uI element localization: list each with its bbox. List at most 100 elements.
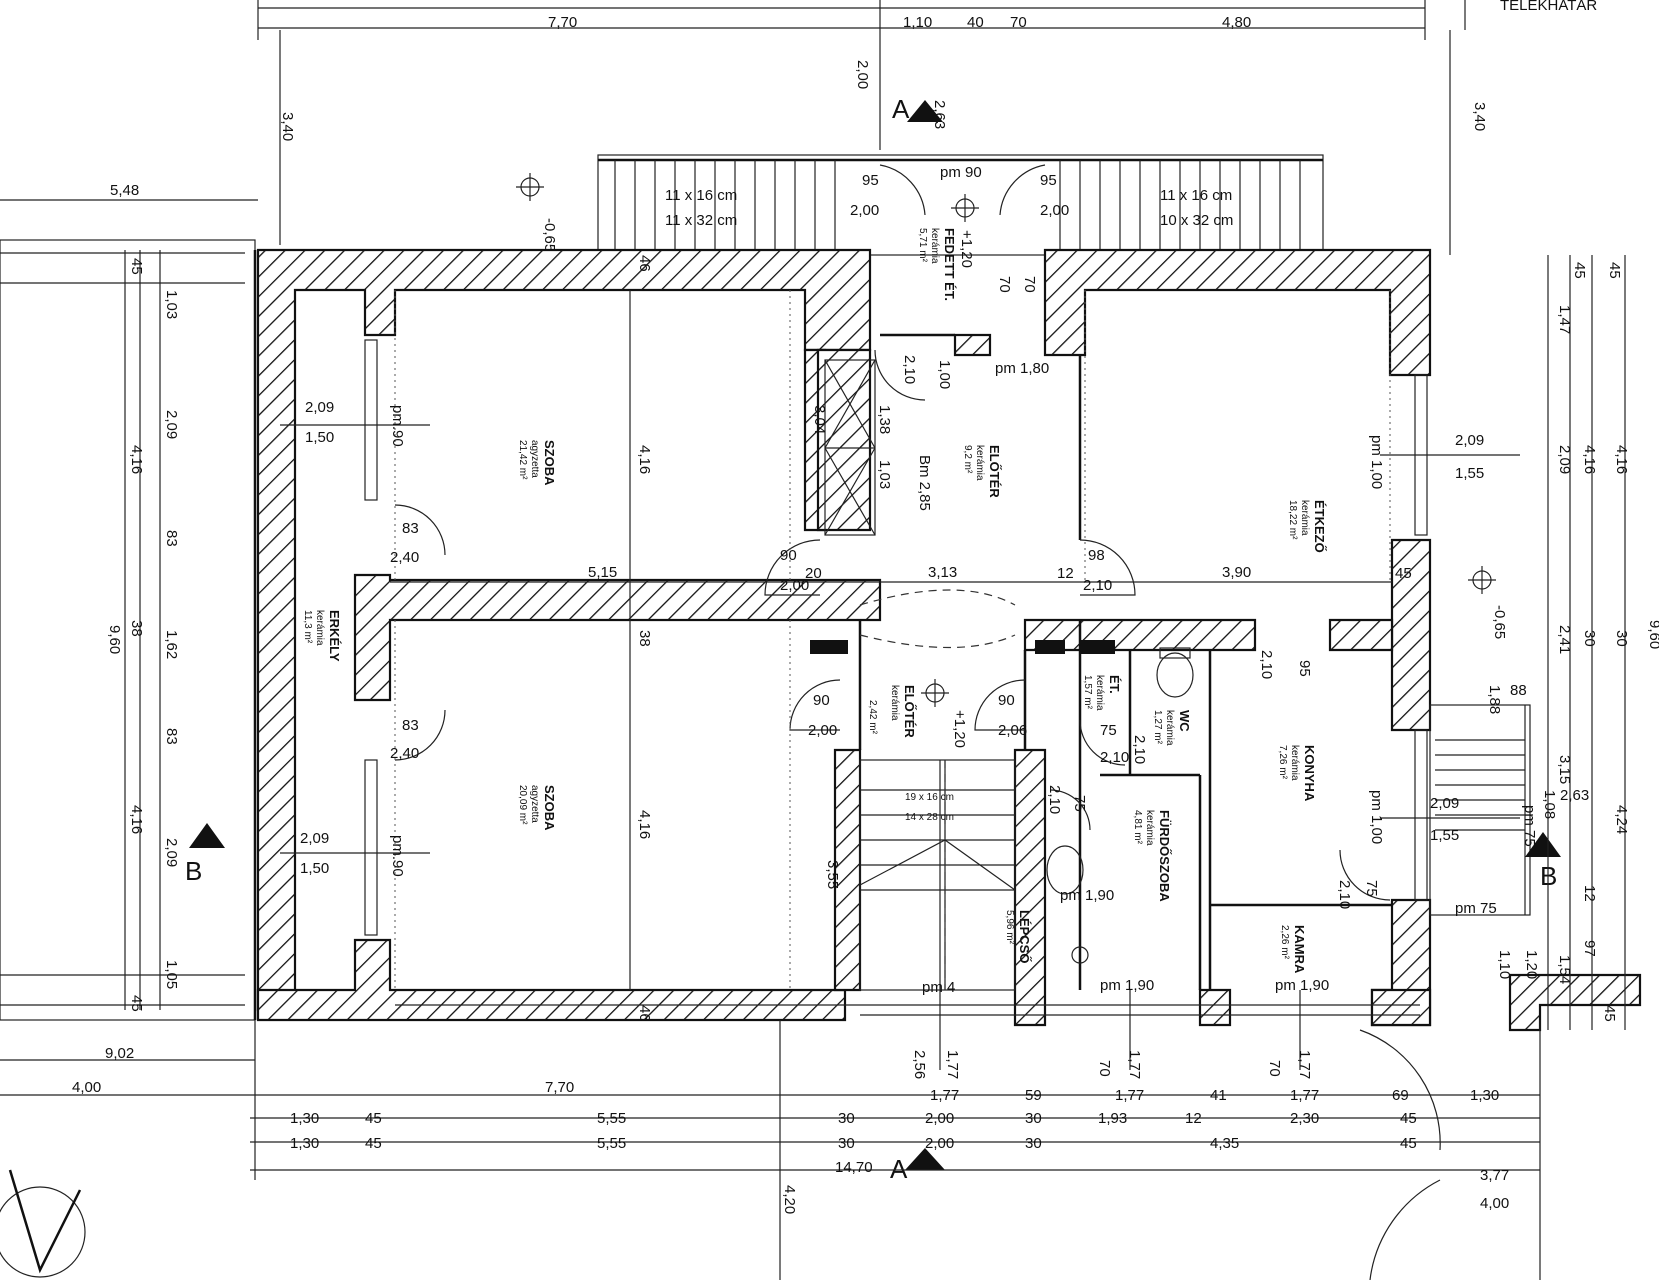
room-eloter-top: ELŐTÉR kerámia 9,2 m²: [962, 445, 1002, 498]
dim-200d: 2,00: [808, 722, 837, 739]
dim-v-420: 4,20: [781, 1185, 798, 1214]
dim-90b: 90: [813, 692, 830, 709]
dim-90c: 90: [998, 692, 1015, 709]
dim-r3-555: 5,55: [597, 1110, 626, 1127]
dim-pm100a: pm 1,00: [1368, 435, 1385, 489]
svg-text:kerámia: kerámia: [1164, 710, 1175, 746]
dim-r4-45b: 45: [1400, 1135, 1417, 1152]
dim-win1-h: 1,50: [305, 429, 334, 446]
level-out-right: -0,65: [1491, 605, 1508, 639]
dim-110: 1,10: [1496, 950, 1513, 979]
dim-138: 1,38: [876, 405, 893, 434]
dim-v-70a: 70: [1096, 1060, 1113, 1077]
right-dimension-lines: [1547, 255, 1626, 1030]
dim-210f: 2,10: [901, 355, 918, 384]
dim-210e: 2,10: [1336, 880, 1353, 909]
dim-210: 2,10: [1083, 577, 1112, 594]
svg-text:kerámia: kerámia: [974, 445, 985, 481]
dim-416b: 4,16: [636, 810, 653, 839]
svg-text:KAMRA: KAMRA: [1292, 925, 1307, 974]
room-eloter-bottom-area: 2,42 m²: [867, 700, 878, 735]
dim-416a: 4,16: [636, 445, 653, 474]
dim-83b: 83: [402, 717, 419, 734]
dim-top-110: 1,10: [903, 14, 932, 31]
level-marker-icon: [516, 173, 1496, 707]
dim-left-45b: 45: [128, 995, 145, 1012]
dim-340-left: 3,40: [279, 112, 296, 141]
dim-pm190c: pm 1,90: [1275, 977, 1329, 994]
side-entrance-stairs: [1429, 704, 1531, 916]
dim-90a: 90: [780, 547, 797, 564]
dim-left-105: 1,05: [163, 960, 180, 989]
dim-left-162: 1,62: [163, 630, 180, 659]
dim-top-770: 7,70: [548, 14, 577, 31]
dim-340-right: 3,40: [1471, 102, 1488, 131]
door-swings: [394, 164, 1441, 1280]
dim-win4-w: 2,09: [1430, 795, 1459, 812]
wardrobe-cabinet: [824, 359, 876, 536]
dim-pm180: pm 1,80: [995, 360, 1049, 377]
dim-240b: 2,40: [390, 745, 419, 762]
dim-46a: 46: [636, 255, 653, 272]
left-terrace: [0, 239, 257, 1021]
dim-200b: 2,00: [850, 202, 879, 219]
dim-r4-45: 45: [365, 1135, 382, 1152]
dim-108: 1,08: [1541, 790, 1558, 819]
room-furdoszoba: FÜRDŐSZOBA kerámia 4,81 m²: [1132, 810, 1172, 902]
dim-548: 5,48: [110, 182, 139, 199]
svg-text:4,81 m²: 4,81 m²: [1132, 810, 1143, 845]
dim-right-315: 3,15: [1556, 755, 1573, 784]
dim-right-12: 12: [1581, 885, 1598, 902]
dim-200c: 2,00: [1040, 202, 1069, 219]
dim-r3-230: 2,30: [1290, 1110, 1319, 1127]
section-a-bottom: A: [890, 1154, 908, 1184]
svg-text:FÜRDŐSZOBA: FÜRDŐSZOBA: [1157, 810, 1172, 902]
dim-pm190b: pm 1,90: [1100, 977, 1154, 994]
dim-355: 3,55: [824, 860, 841, 889]
level-in-mid: +1,20: [951, 710, 968, 748]
dim-v-256: 2,56: [911, 1050, 928, 1079]
svg-text:kerámia: kerámia: [1299, 500, 1310, 536]
svg-text:kerámia: kerámia: [314, 610, 325, 646]
svg-text:WC: WC: [1177, 710, 1192, 732]
north-arrow-icon: [0, 1169, 86, 1278]
dim-240a: 2,40: [390, 549, 419, 566]
svg-text:kerámia: kerámia: [1094, 675, 1105, 711]
dim-75b: 75: [1071, 795, 1088, 812]
dim-70a: 70: [996, 276, 1013, 293]
dim-45: 45: [1395, 565, 1412, 582]
svg-text:agyzetta: agyzetta: [529, 440, 540, 478]
dim-98: 98: [1088, 547, 1105, 564]
section-arrow-icon: [189, 100, 1561, 1170]
svg-text:ÉTKEZŐ: ÉTKEZŐ: [1312, 500, 1327, 553]
room-etkezo: ÉTKEZŐ kerámia 18,22 m²: [1287, 500, 1327, 553]
dim-bottom-177b: 1,77: [1115, 1087, 1144, 1104]
dim-right-45b: 45: [1606, 262, 1623, 279]
room-fedett: FEDETT ÉT. kerámia 5,71 m²: [917, 228, 957, 301]
section-b-right: B: [1540, 861, 1557, 891]
dim-263: 2,63: [1560, 787, 1589, 804]
dim-70b: 70: [1021, 276, 1038, 293]
dim-bottom-41: 41: [1210, 1087, 1227, 1104]
dim-right-424: 4,24: [1613, 805, 1630, 834]
dim-bottom-1470: 14,70: [835, 1159, 873, 1176]
svg-text:18,22 m²: 18,22 m²: [1287, 500, 1298, 540]
svg-text:5,71 m²: 5,71 m²: [917, 228, 928, 263]
svg-text:7,26 m²: 7,26 m²: [1277, 745, 1288, 780]
dim-100: 1,00: [936, 360, 953, 389]
svg-text:ELŐTÉR: ELŐTÉR: [987, 445, 1002, 498]
sanitary-fixtures: [810, 640, 1194, 964]
dim-right-416b: 4,16: [1613, 445, 1630, 474]
dim-r3-45b: 45: [1400, 1110, 1417, 1127]
dim-right-45a: 45: [1571, 262, 1588, 279]
top-dimension-lines: [0, 0, 1466, 255]
dim-75c: 75: [1363, 880, 1380, 897]
dim-left-83a: 83: [163, 530, 180, 547]
dim-left-960: 9,60: [106, 625, 123, 654]
svg-text:SZOBA: SZOBA: [542, 440, 557, 486]
dim-210b: 2,10: [1100, 749, 1129, 766]
dim-bottom-130: 1,30: [1470, 1087, 1499, 1104]
room-et: ÉT. kerámia 1,57 m²: [1082, 675, 1122, 711]
dim-88: 88: [1510, 682, 1527, 699]
dim-bottom-770: 7,70: [545, 1079, 574, 1096]
